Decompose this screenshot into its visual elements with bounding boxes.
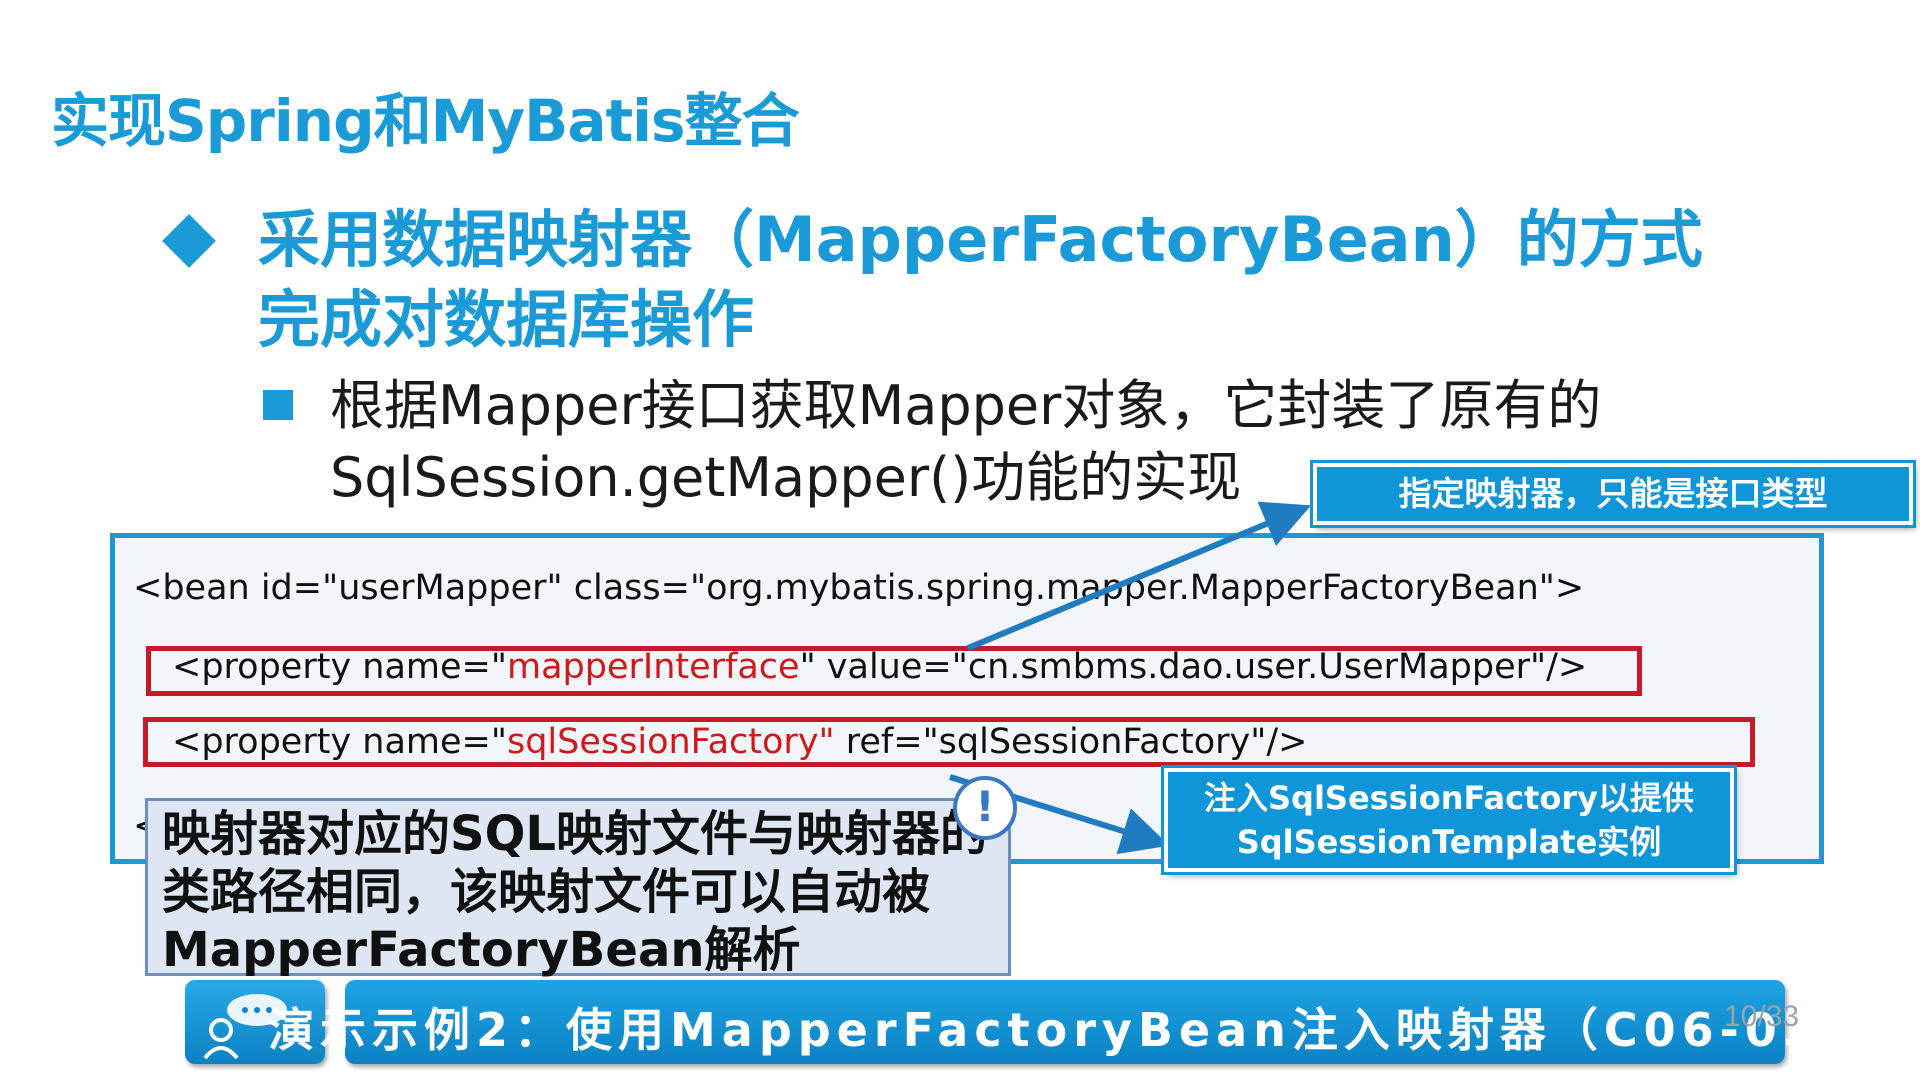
demo-icon-box [185, 980, 325, 1064]
arrow-to-top-callout [966, 501, 1312, 651]
bullet-sub-line1: 根据Mapper接口获取Mapper对象，它封装了原有的 [330, 374, 1602, 437]
callout-interface-type: 指定映射器，只能是接口类型 [1313, 463, 1913, 525]
bullet-sub-line2: SqlSession.getMapper()功能的实现 [330, 446, 1242, 509]
page-number: 10/33 [1724, 1000, 1800, 1033]
callout-sql-session-factory: 注入SqlSessionFactory以提供 SqlSessionTemplat… [1164, 768, 1734, 872]
callout-bottom-line2: SqlSessionTemplate实例 [1236, 823, 1662, 861]
demo-example-text: 演示示例2：使用MapperFactoryBean注入映射器（C06-03） [268, 1003, 1873, 1057]
callout-bottom-line1: 注入SqlSessionFactory以提供 [1204, 779, 1694, 817]
code-line-sql-session-factory: <property name="sqlSessionFactory" ref="… [172, 722, 1308, 762]
alert-icon: ! [953, 776, 1017, 840]
highlight-box-sql-session-factory [143, 717, 1755, 767]
code-line-bean: <bean id="userMapper" class="org.mybatis… [133, 568, 1585, 608]
page-title: 实现Spring和MyBatis整合 [51, 87, 800, 155]
bullet-sub-text: 根据Mapper接口获取Mapper对象，它封装了原有的 SqlSession.… [330, 370, 1730, 514]
demo-bar [345, 980, 1785, 1064]
highlight-box-mapper-interface [146, 646, 1642, 696]
chat-user-icon [203, 994, 287, 1060]
note-box: 映射器对应的SQL映射文件与映射器的类路径相同，该映射文件可以自动被Mapper… [145, 798, 1011, 978]
square-bullet-icon [263, 390, 293, 420]
bullet-main-text: 采用数据映射器（MapperFactoryBean）的方式完成对数据库操作 [258, 203, 1703, 356]
code-line-mapper-interface: <property name="mapperInterface" value="… [172, 647, 1588, 687]
